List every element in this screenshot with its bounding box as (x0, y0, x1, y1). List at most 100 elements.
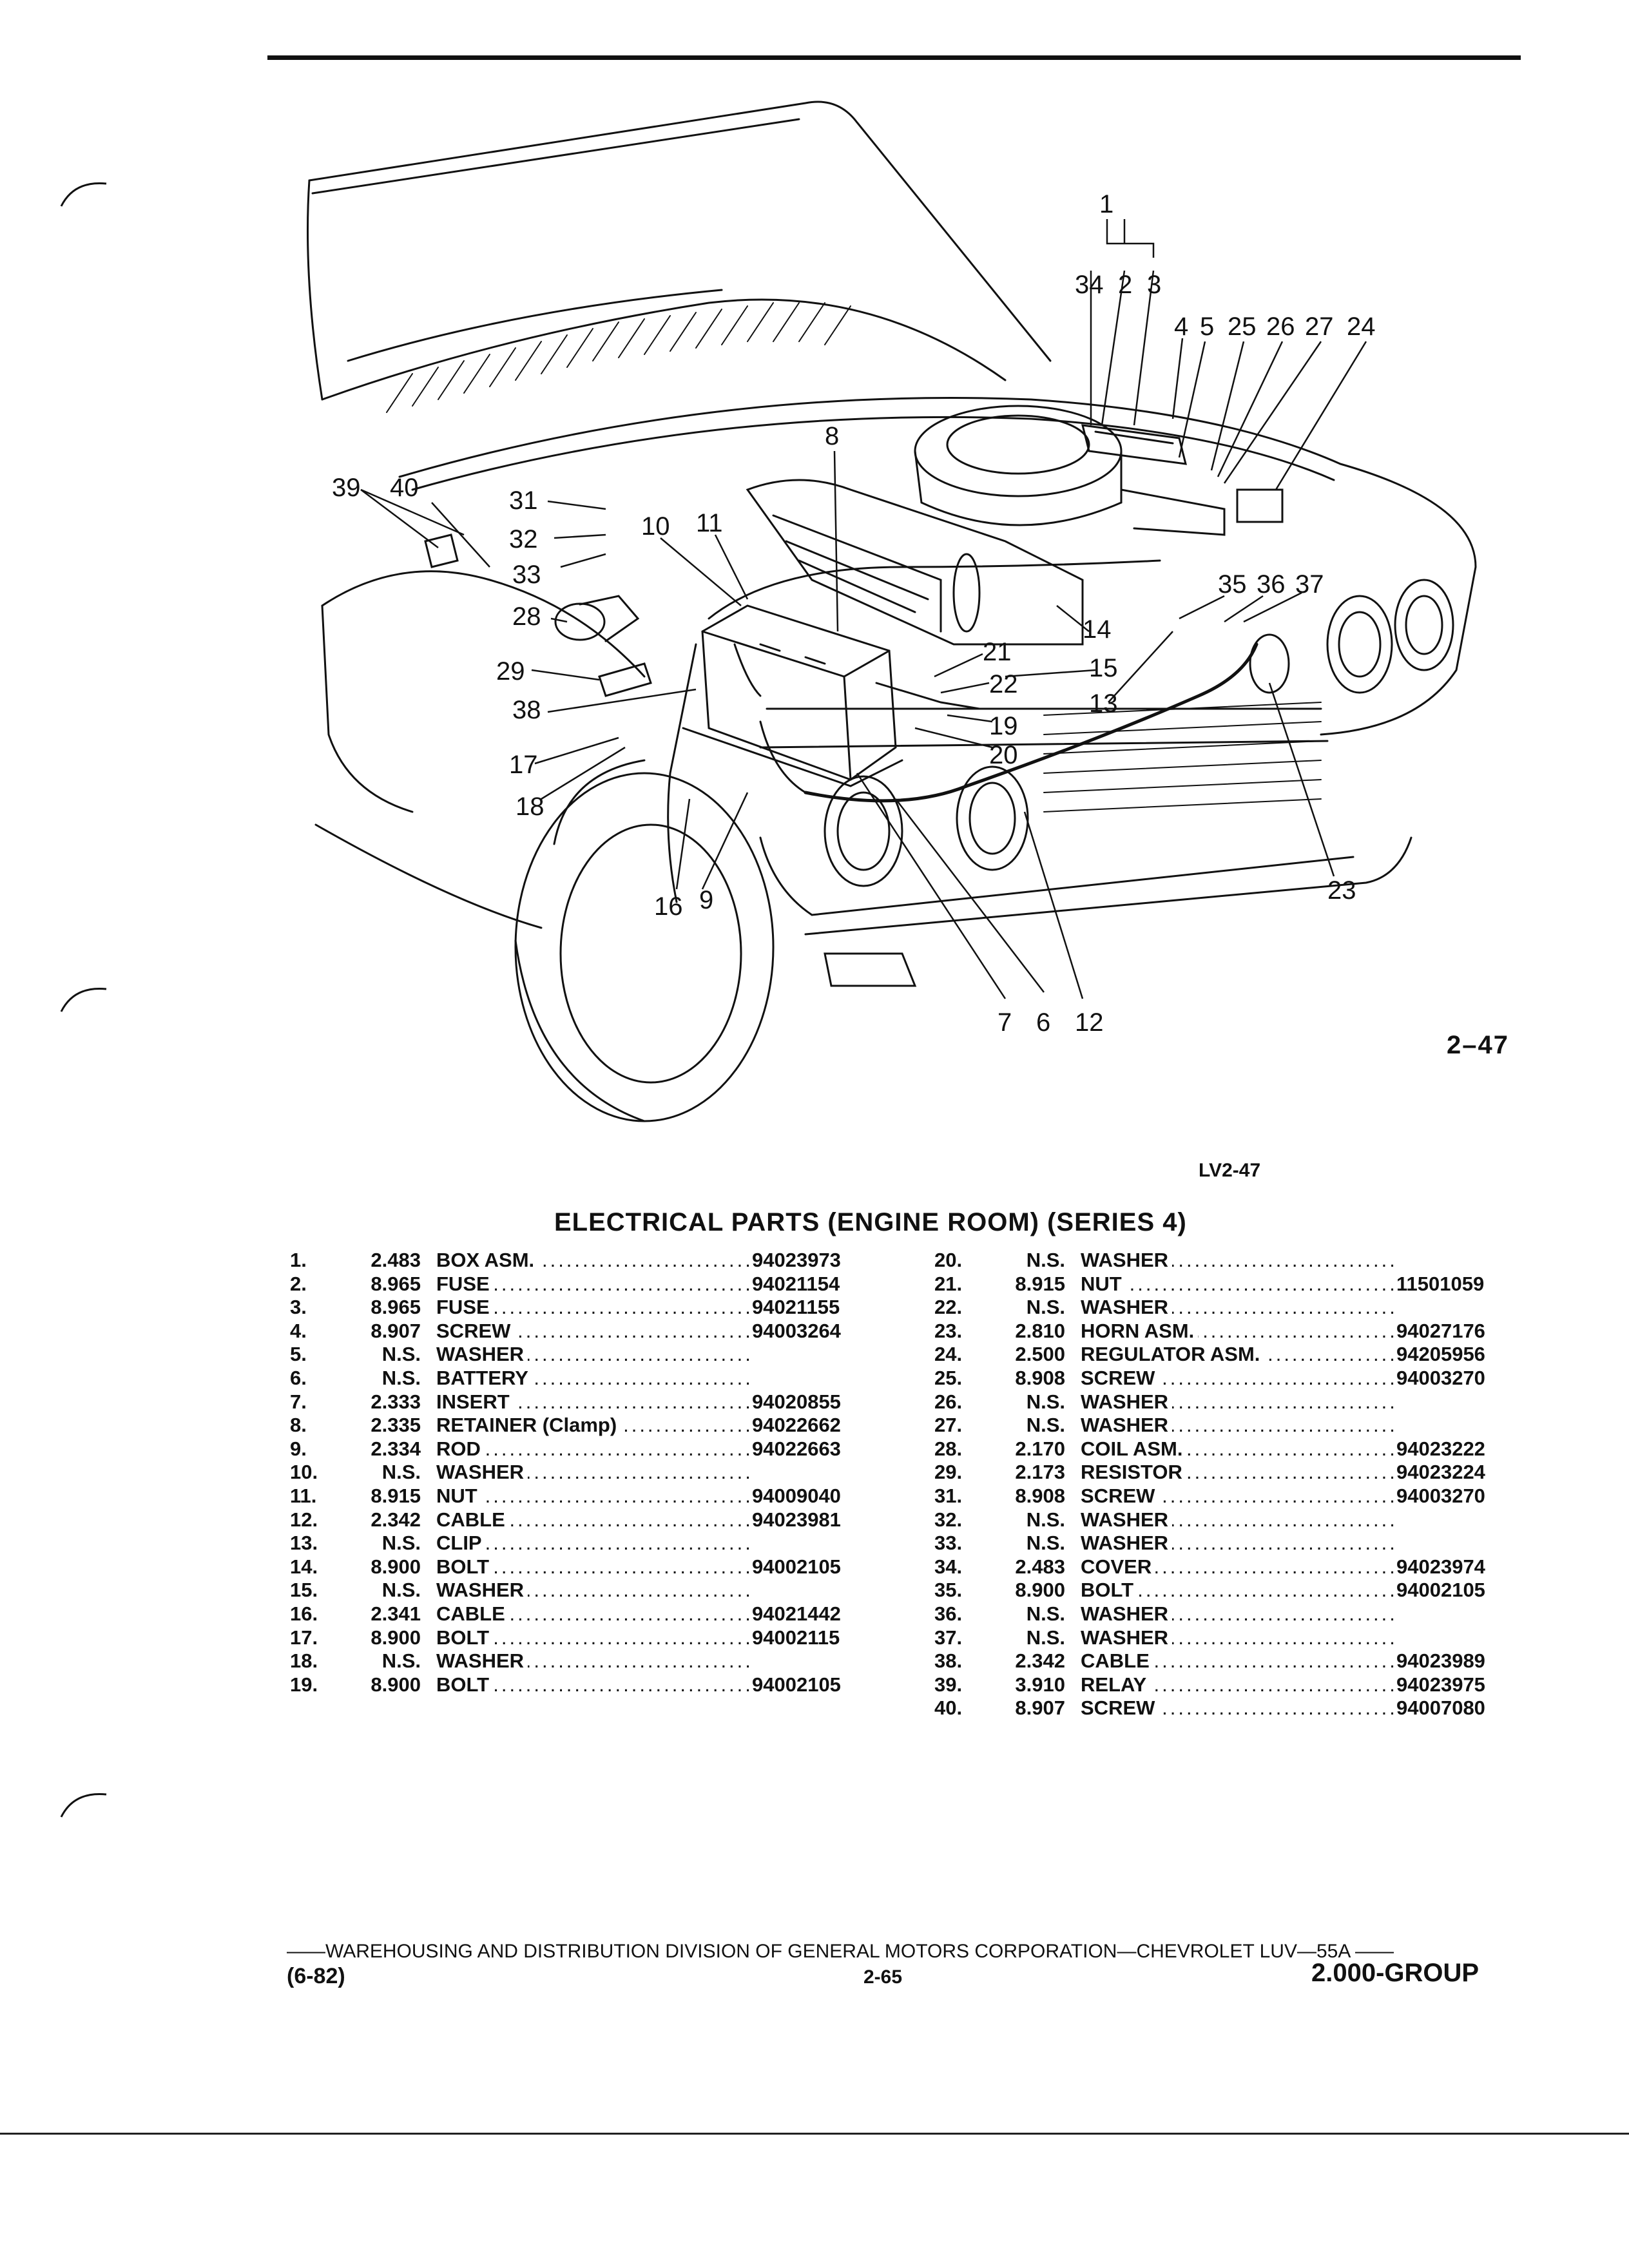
callout-38: 38 (512, 696, 541, 724)
description-cell: WASHER (1081, 1508, 1396, 1532)
group-number: 8.900 (371, 1673, 421, 1696)
callout-1: 1 (1099, 190, 1113, 218)
callout-29: 29 (496, 657, 525, 686)
binder-hole-mark (60, 1792, 107, 1818)
part-number: 94023989 (1396, 1649, 1485, 1673)
parts-row: 37.N.S.WASHER (934, 1626, 1525, 1650)
group-number: N.S. (1026, 1602, 1065, 1625)
group-number: 2.483 (1015, 1555, 1065, 1578)
callout-8: 8 (825, 422, 839, 450)
callout-10: 10 (641, 512, 670, 541)
description-cell: NUT (1081, 1272, 1396, 1296)
item-number: 6. (290, 1366, 307, 1389)
parts-row: 12.2.342CABLE94023981 (290, 1508, 881, 1532)
description-cell: SCREW (1081, 1484, 1396, 1508)
group-number: N.S. (381, 1532, 421, 1555)
part-description: WASHER (1081, 1532, 1173, 1555)
item-number: 31. (934, 1484, 963, 1507)
description-cell: WASHER (436, 1579, 752, 1602)
part-number: 94022663 (752, 1437, 841, 1460)
description-cell: WASHER (436, 1461, 752, 1484)
group-number: 2.173 (1015, 1461, 1065, 1484)
item-number: 26. (934, 1390, 963, 1413)
callout-3: 3 (1147, 271, 1161, 299)
part-number: 94022662 (752, 1414, 841, 1437)
group-number: 2.342 (1015, 1649, 1065, 1673)
callout-2: 2 (1118, 271, 1132, 299)
item-number: 20. (934, 1249, 963, 1271)
parts-row: 22.N.S.WASHER (934, 1296, 1525, 1320)
callout-27: 27 (1305, 312, 1334, 341)
description-cell: BOLT (436, 1555, 752, 1579)
part-description: SCREW (1081, 1484, 1159, 1507)
group-number: N.S. (1026, 1508, 1065, 1531)
group-number: 8.900 (371, 1555, 421, 1578)
description-cell: ROD (436, 1437, 752, 1461)
callout-12: 12 (1075, 1008, 1104, 1037)
description-cell: WASHER (1081, 1626, 1396, 1649)
part-description: SCREW (436, 1319, 515, 1342)
part-number: 94021154 (752, 1272, 840, 1295)
group-number: 8.900 (371, 1626, 421, 1649)
parts-row: 21.8.915NUT11501059 (934, 1272, 1525, 1296)
group-number: 8.908 (1015, 1366, 1065, 1389)
description-cell: RETAINER (Clamp) (436, 1414, 752, 1437)
parts-row: 2.8.965FUSE94021154 (290, 1272, 881, 1296)
part-description: SCREW (1081, 1366, 1159, 1389)
parts-row: 10.N.S.WASHER (290, 1461, 881, 1485)
description-cell: BOLT (436, 1626, 752, 1649)
item-number: 13. (290, 1532, 318, 1555)
parts-row: 34.2.483COVER94023974 (934, 1555, 1525, 1579)
parts-row: 27.N.S.WASHER (934, 1414, 1525, 1437)
parts-row: 33.N.S.WASHER (934, 1532, 1525, 1555)
item-number: 32. (934, 1508, 963, 1531)
parts-row: 20.N.S.WASHER (934, 1249, 1525, 1273)
parts-row: 14.8.900BOLT94002105 (290, 1555, 881, 1579)
callout-4: 4 (1174, 312, 1188, 341)
callout-36: 36 (1257, 570, 1286, 599)
description-cell: WASHER (436, 1343, 752, 1366)
group-number: N.S. (381, 1343, 421, 1366)
figure-number: 2–47 (1447, 1031, 1509, 1059)
part-number: 11501059 (1396, 1272, 1485, 1295)
parts-row: 16.2.341CABLE94021442 (290, 1602, 881, 1626)
engine-room-diagram: 1 34 2 3 4 5 25 26 27 24 8 31 32 33 28 2… (307, 101, 1477, 1122)
part-description: WASHER (1081, 1414, 1173, 1437)
part-description: BATTERY (436, 1366, 532, 1389)
callout-31: 31 (509, 486, 538, 515)
description-cell: WASHER (1081, 1296, 1396, 1319)
part-description: WASHER (436, 1343, 528, 1366)
description-cell: WASHER (436, 1649, 752, 1673)
binder-hole-mark (60, 987, 107, 1012)
item-number: 22. (934, 1296, 963, 1319)
group-number: 2.334 (371, 1437, 421, 1460)
parts-row: 19.8.900BOLT94002105 (290, 1673, 881, 1697)
description-cell: BATTERY (436, 1366, 752, 1390)
callout-14: 14 (1083, 615, 1112, 644)
callout-18: 18 (516, 793, 545, 821)
part-description: COIL ASM. (1081, 1437, 1187, 1460)
item-number: 27. (934, 1414, 963, 1437)
group-number: 8.915 (371, 1484, 421, 1507)
item-number: 10. (290, 1461, 318, 1484)
description-cell: REGULATOR ASM. (1081, 1343, 1396, 1366)
callout-20: 20 (989, 741, 1018, 769)
description-cell: WASHER (1081, 1602, 1396, 1626)
callout-5: 5 (1200, 312, 1214, 341)
item-number: 2. (290, 1272, 307, 1295)
part-description: BOLT (436, 1626, 494, 1649)
part-description: NUT (1081, 1272, 1126, 1295)
group-number: 8.908 (1015, 1484, 1065, 1507)
callout-7: 7 (998, 1008, 1012, 1037)
parts-row: 36.N.S.WASHER (934, 1602, 1525, 1626)
group-number: N.S. (1026, 1626, 1065, 1649)
callout-21: 21 (983, 638, 1012, 666)
description-cell: COIL ASM. (1081, 1437, 1396, 1461)
part-number: 94007080 (1396, 1696, 1485, 1720)
description-cell: SCREW (1081, 1696, 1396, 1720)
part-description: CLIP (436, 1532, 486, 1555)
